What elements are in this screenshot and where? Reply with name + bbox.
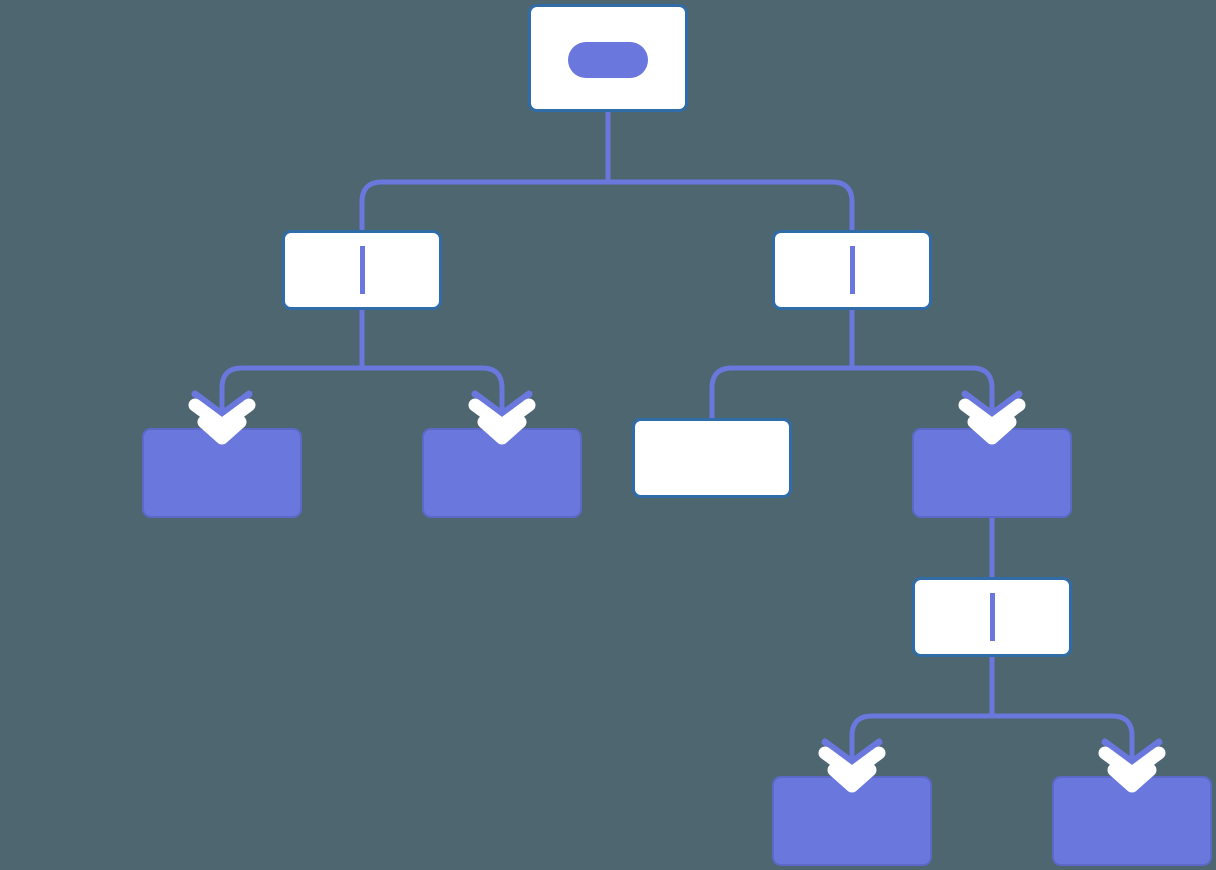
tree-node-n5[interactable] [422, 428, 582, 518]
tree-node-n6[interactable] [632, 418, 792, 498]
edge-through-node-n2 [359, 246, 365, 294]
edge-through-node-n3 [849, 246, 855, 294]
edge-n1-n3 [608, 179, 855, 230]
arrowhead-front-upper-3 [818, 746, 886, 780]
arrowhead-back-2 [961, 390, 1023, 418]
edge-n3-n6 [709, 365, 852, 418]
arrowhead-front-upper-4 [1098, 746, 1166, 780]
arrowhead-back-0 [191, 390, 253, 418]
edge-n8-n9 [849, 713, 992, 774]
edge-n8-n10 [992, 713, 1135, 774]
tree-node-n7[interactable] [912, 428, 1072, 518]
edge-n3-n7 [852, 365, 995, 426]
tree-node-n9[interactable] [772, 776, 932, 866]
arrowhead-back-4 [1101, 738, 1163, 766]
node-pill-badge [568, 42, 648, 78]
arrowhead-back-1 [471, 390, 533, 418]
tree-node-n10[interactable] [1052, 776, 1212, 866]
tree-node-n4[interactable] [142, 428, 302, 518]
edge-through-node-n8 [989, 593, 995, 641]
edge-n1-n2 [359, 179, 608, 230]
edge-n2-n5 [362, 365, 505, 426]
arrowhead-front-upper-1 [468, 398, 536, 432]
edge-n2-n4 [219, 365, 362, 426]
tree-node-n1[interactable] [528, 4, 688, 112]
arrowhead-front-upper-2 [958, 398, 1026, 432]
arrowhead-back-3 [821, 738, 883, 766]
arrowhead-front-upper-0 [188, 398, 256, 432]
